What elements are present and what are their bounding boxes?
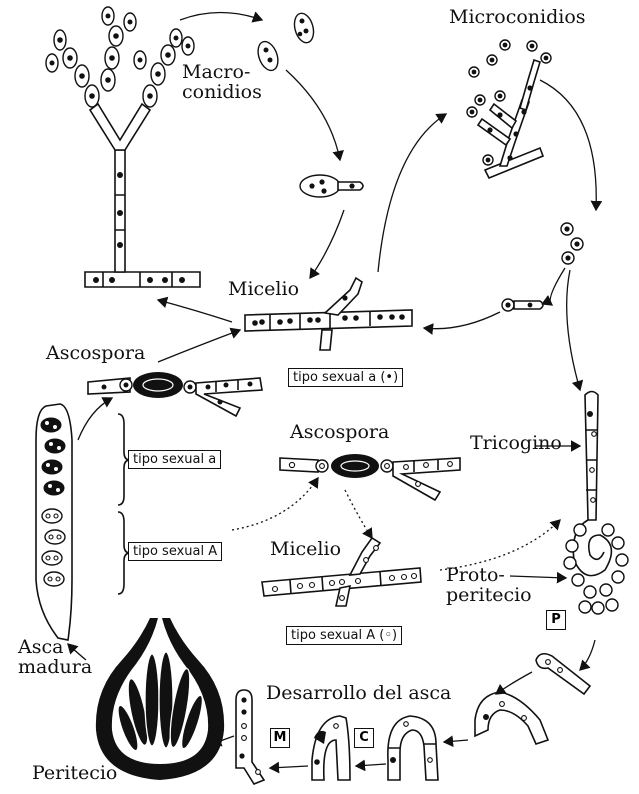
asca-madura-label: Asca madura [18, 638, 92, 678]
protoperithecium [564, 392, 628, 615]
protoperitecio-label: Proto- peritecio [446, 566, 532, 606]
peritecio-label: Peritecio [32, 764, 117, 784]
tag-m: M [270, 728, 290, 748]
perithecium [96, 618, 224, 780]
microconidiophore [467, 40, 551, 178]
tipo-sexual-a-box: tipo sexual a [128, 450, 221, 469]
ascospora-left-label: Ascospora [46, 344, 145, 364]
tag-p: P [546, 610, 566, 630]
tipo-sexual-A-box: tipo sexual A [128, 542, 222, 561]
tricogino-label: Tricogino [470, 434, 562, 454]
macroconidios-label: Macro- conidios [182, 63, 262, 103]
germinating-ascospore-A [280, 454, 460, 500]
mature-ascus [36, 404, 72, 640]
micelio-mid-label: Micelio [270, 540, 341, 560]
tag-c: C [354, 728, 374, 748]
free-macroconidia [254, 11, 363, 197]
microconidios-label: Microconidios [449, 8, 586, 28]
macroconidiophore [46, 7, 200, 287]
ascospora-mid-label: Ascospora [290, 423, 389, 443]
desarrollo-label: Desarrollo del asca [266, 684, 451, 704]
ascus-development [236, 654, 590, 784]
germinating-ascospore-a [88, 372, 262, 416]
tipo-sexual-A-circle-box: tipo sexual A (◦) [286, 626, 402, 645]
tipo-sexual-a-dot-box: tipo sexual a (•) [288, 368, 403, 387]
micelio-top-label: Micelio [228, 280, 299, 300]
free-microconidia [502, 223, 583, 311]
